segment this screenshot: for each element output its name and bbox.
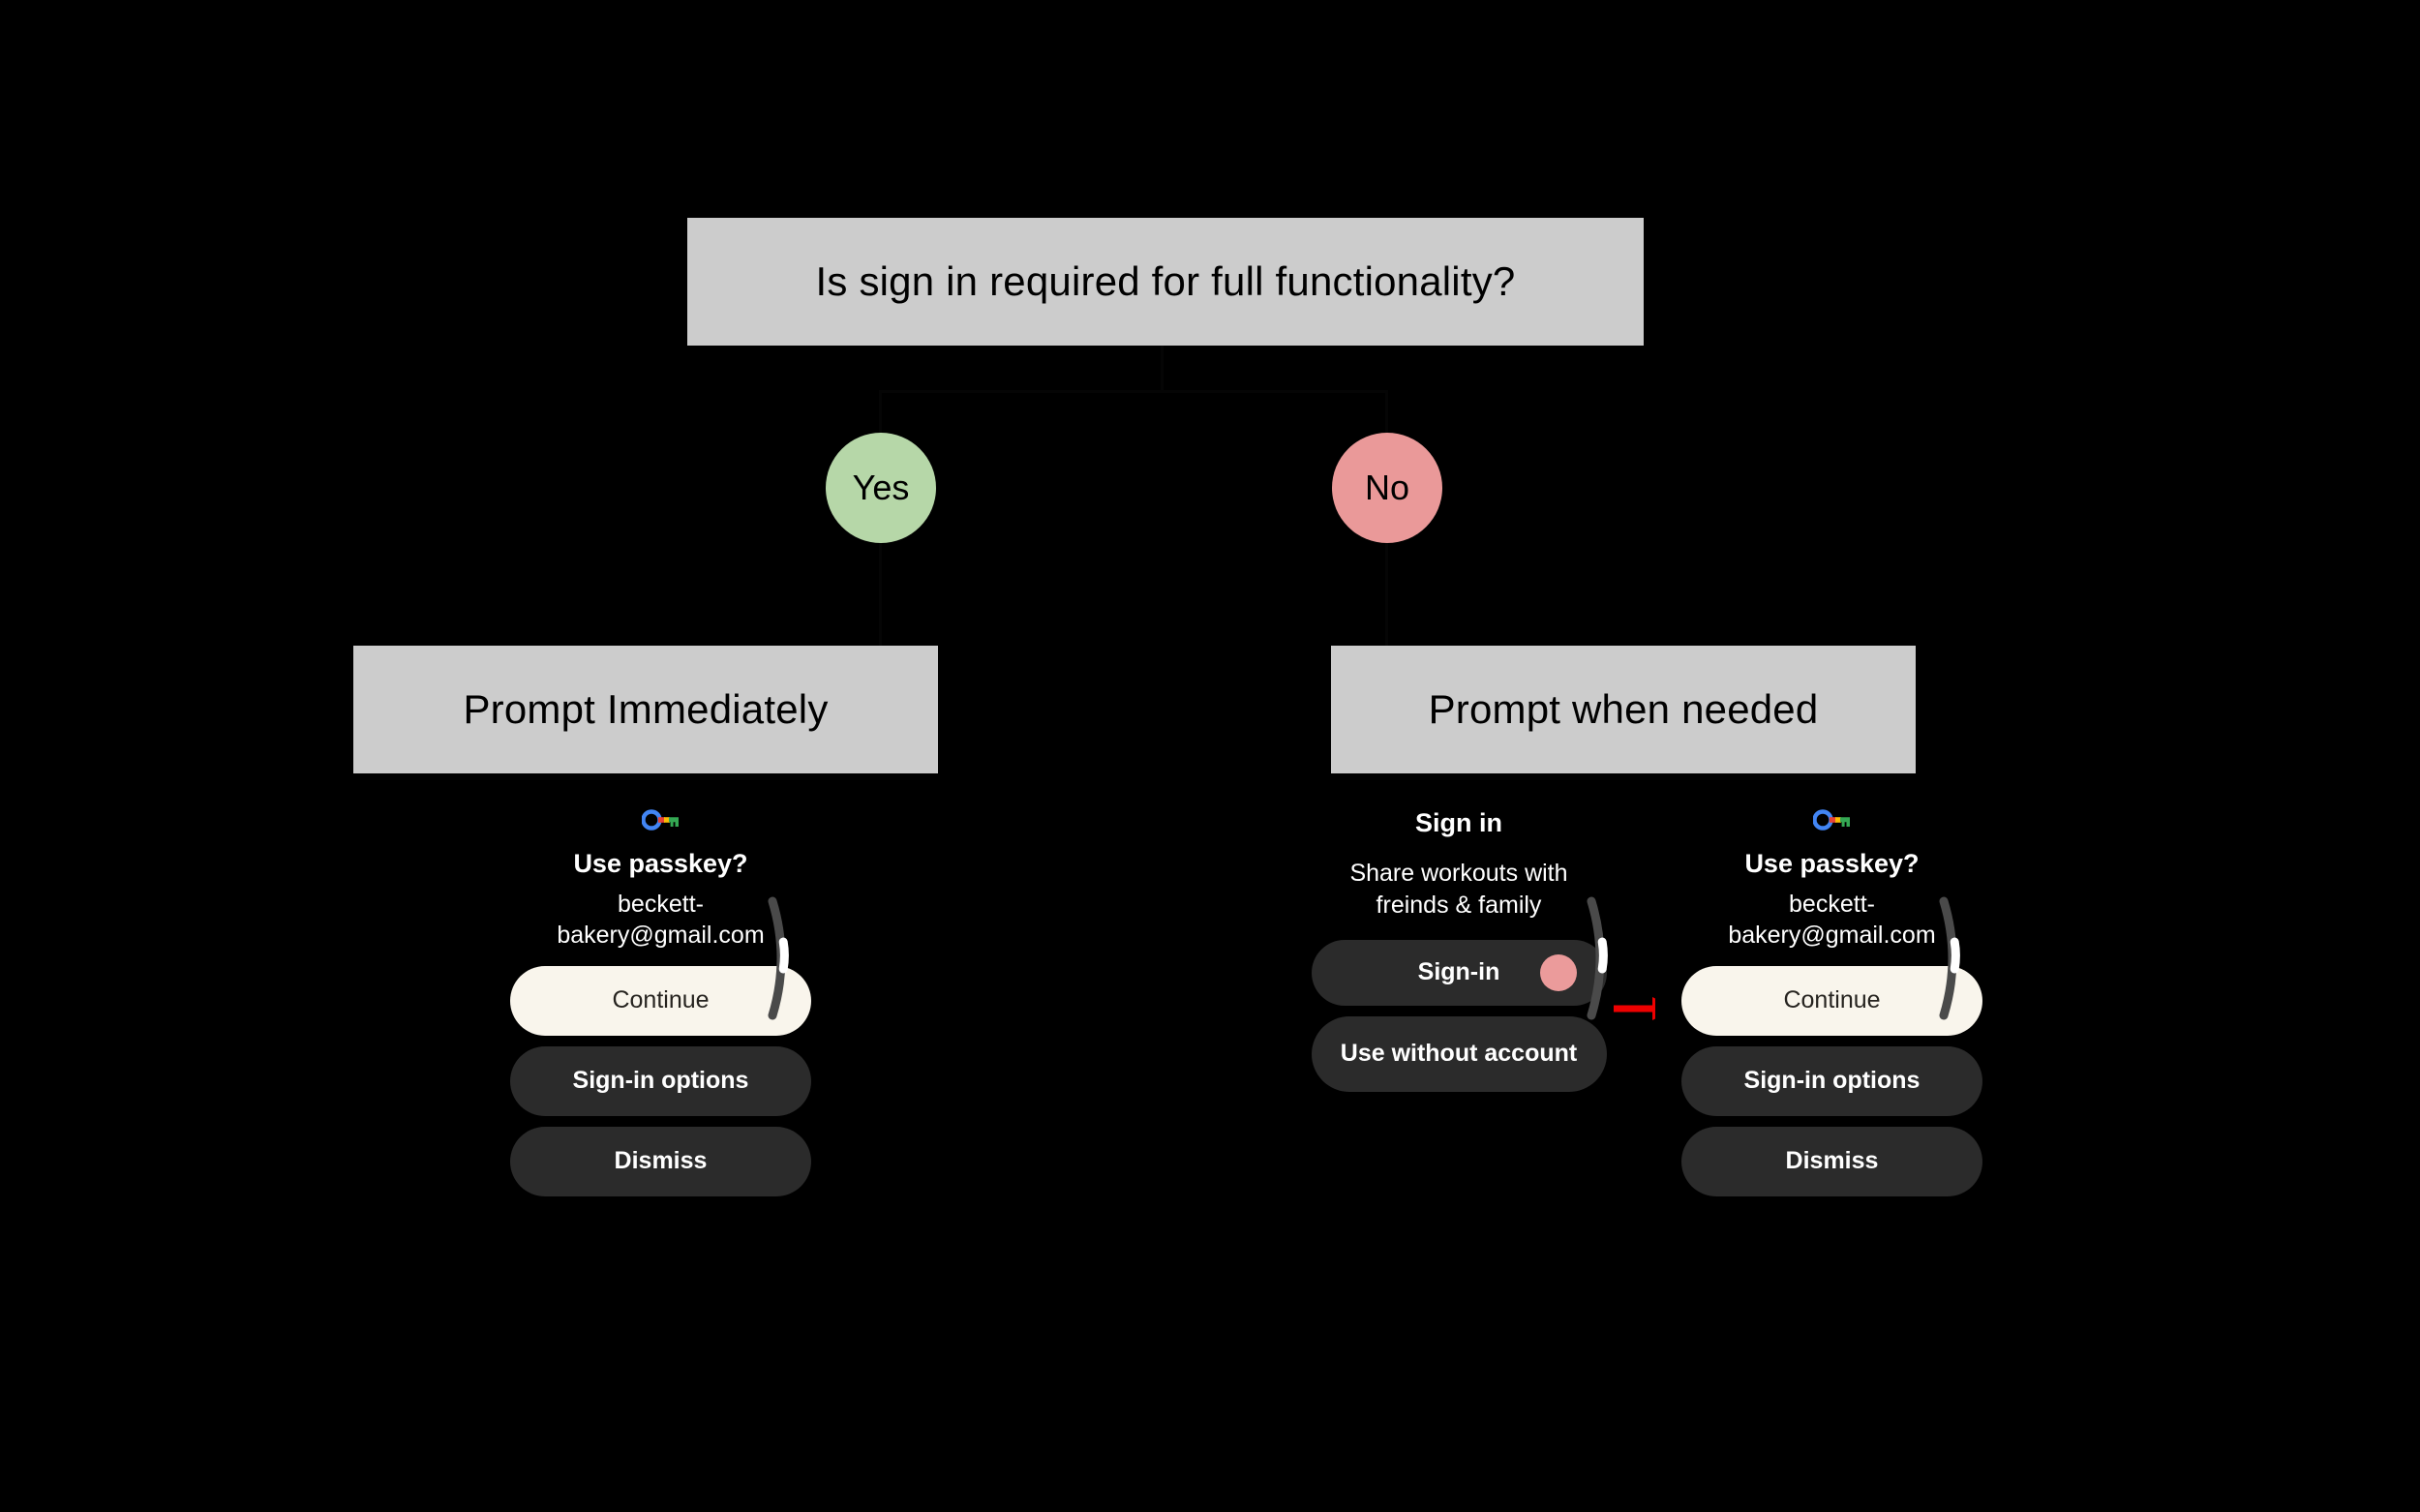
cursor-dot-icon (1539, 954, 1577, 991)
mockup-left-passkey-prompt: Use passkey? beckett- bakery@gmail.com C… (484, 808, 837, 1292)
mockup-middle-signin-label: Sign-in (1417, 958, 1500, 986)
mockup-middle-signin-prompt: Sign in Share workouts with freinds & fa… (1309, 808, 1609, 1234)
mockup-left-account-line1: beckett- (618, 891, 704, 919)
mockup-right-title: Use passkey? (1744, 849, 1920, 878)
mockup-left-title: Use passkey? (573, 849, 748, 878)
decision-node-root-question: Is sign in required for full functionali… (687, 218, 1644, 346)
mockup-middle-use-without-account-button[interactable]: Use without account (1311, 1016, 1607, 1092)
branch-label-no: No (1332, 433, 1442, 543)
google-passkey-icon (1812, 809, 1850, 831)
connector-no-to-outcome (1385, 542, 1388, 647)
connector-no-branch (1161, 390, 1388, 393)
connector-no-stem (1385, 390, 1388, 435)
connector-yes-to-outcome (879, 542, 882, 647)
connector-root-to-yes (1161, 346, 1164, 392)
mockup-left-continue-button[interactable]: Continue (510, 966, 811, 1037)
connector-yes-branch (881, 390, 1164, 393)
mockup-right-passkey-prompt: Use passkey? beckett- bakery@gmail.com C… (1655, 808, 2009, 1292)
mockup-middle-title: Sign in (1415, 808, 1502, 837)
mockup-right-account: beckett- bakery@gmail.com (1655, 889, 2009, 951)
mockup-middle-subtitle-line1: Share workouts with (1349, 860, 1568, 887)
mockup-right-account-line1: beckett- (1789, 891, 1875, 919)
outcome-node-prompt-when-needed: Prompt when needed (1331, 646, 1916, 773)
mockup-left-account: beckett- bakery@gmail.com (484, 889, 837, 951)
mockup-left-signin-options-button[interactable]: Sign-in options (510, 1046, 811, 1117)
mockup-middle-signin-button[interactable]: Sign-in (1311, 940, 1607, 1006)
mockup-middle-subtitle-line2: freinds & family (1376, 891, 1542, 919)
mockup-right-account-line2: bakery@gmail.com (1728, 922, 1936, 950)
outcome-node-prompt-immediately: Prompt Immediately (353, 646, 938, 773)
branch-label-yes: Yes (826, 433, 936, 543)
mockup-right-continue-button[interactable]: Continue (1681, 966, 1982, 1037)
google-passkey-icon (641, 809, 679, 831)
connector-yes-stem (879, 390, 882, 435)
mockup-right-signin-options-button[interactable]: Sign-in options (1681, 1046, 1982, 1117)
mockup-left-account-line2: bakery@gmail.com (557, 922, 765, 950)
mockup-middle-subtitle: Share workouts with freinds & family (1309, 858, 1609, 921)
mockup-right-dismiss-button[interactable]: Dismiss (1681, 1127, 1982, 1197)
mockup-left-dismiss-button[interactable]: Dismiss (510, 1127, 811, 1197)
